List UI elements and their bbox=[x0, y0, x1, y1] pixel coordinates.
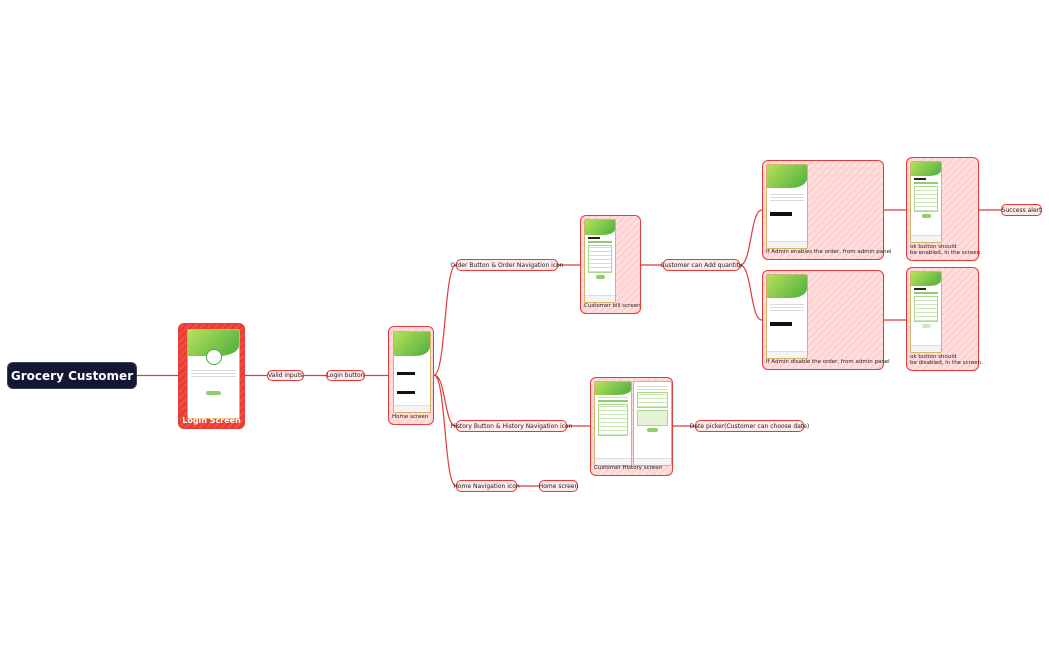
history-screen-thumbnail-left bbox=[594, 381, 632, 466]
success-alert-node[interactable]: Success alert bbox=[1001, 204, 1042, 216]
edge-home-homenav bbox=[433, 374, 457, 487]
home-nav-node[interactable]: Home Navigation icon bbox=[453, 480, 520, 492]
login-screen-thumbnail bbox=[187, 329, 240, 419]
ok-enabled-thumbnail bbox=[910, 161, 942, 243]
home-screen-leaf-node[interactable]: Home screen bbox=[539, 480, 578, 492]
edge-home-history bbox=[433, 374, 457, 427]
home-screen-leaf-label: Home screen bbox=[538, 482, 579, 490]
home-screen-caption: Home screen bbox=[392, 414, 429, 421]
admin-enable-node[interactable]: If Admin enables the order, from admin p… bbox=[762, 160, 892, 260]
edge-qty-enable bbox=[739, 209, 763, 266]
admin-enable-thumbnail bbox=[766, 164, 808, 249]
valid-inputs-label: Valid inputs bbox=[268, 372, 303, 379]
login-screen-node[interactable]: Login Screen bbox=[178, 323, 245, 429]
admin-enable-caption: If Admin enables the order, from admin p… bbox=[766, 249, 892, 256]
history-screen-thumbnail-right bbox=[633, 381, 672, 466]
login-button-label: Login button bbox=[326, 372, 365, 379]
customer-bill-node[interactable]: Customer bill screen bbox=[580, 215, 641, 314]
root-label: Grocery Customer bbox=[10, 368, 134, 383]
valid-inputs-node[interactable]: Valid inputs bbox=[267, 370, 304, 381]
add-quantity-label: Customer can Add quantity bbox=[660, 261, 743, 269]
success-alert-label: Success alert bbox=[1001, 206, 1042, 214]
date-picker-node[interactable]: Date picker(Customer can choose date) bbox=[690, 420, 809, 432]
history-screen-caption: Customer History screen bbox=[594, 465, 663, 472]
home-screen-node[interactable]: Home screen bbox=[388, 326, 434, 425]
home-screen-thumbnail bbox=[393, 331, 431, 413]
root-node[interactable]: Grocery Customer bbox=[7, 362, 137, 389]
ok-enabled-node[interactable]: ok button should be enabled, in the scre… bbox=[906, 157, 982, 261]
edge-home-order bbox=[433, 264, 457, 376]
edge-qty-disable bbox=[739, 264, 763, 321]
order-nav-label: Order Button & Order Navigation icon bbox=[450, 261, 564, 269]
history-nav-node[interactable]: History Button & History Navigation icon bbox=[451, 420, 572, 432]
admin-disable-caption: If Admin disable the order, from admin p… bbox=[766, 359, 890, 366]
ok-enabled-caption: ok button should be enabled, in the scre… bbox=[910, 243, 982, 257]
admin-disable-node[interactable]: If Admin disable the order, from admin p… bbox=[762, 270, 890, 370]
home-nav-label: Home Navigation icon bbox=[453, 482, 520, 490]
history-nav-label: History Button & History Navigation icon bbox=[450, 422, 573, 430]
order-nav-node[interactable]: Order Button & Order Navigation icon bbox=[450, 259, 564, 271]
add-quantity-node[interactable]: Customer can Add quantity bbox=[660, 259, 743, 271]
ok-disabled-thumbnail bbox=[910, 271, 942, 353]
customer-history-node[interactable]: Customer History screen bbox=[590, 377, 673, 476]
login-screen-caption: Login Screen bbox=[182, 416, 241, 425]
bill-screen-caption: Customer bill screen bbox=[584, 303, 641, 310]
ok-disabled-node[interactable]: ok button should be disabled, in the scr… bbox=[906, 267, 983, 371]
ok-disabled-caption: ok button should be disabled, in the scr… bbox=[910, 353, 983, 367]
date-picker-label: Date picker(Customer can choose date) bbox=[689, 422, 810, 430]
admin-disable-thumbnail bbox=[766, 274, 808, 359]
bill-screen-thumbnail bbox=[584, 219, 616, 303]
login-button-node[interactable]: Login button bbox=[326, 370, 365, 381]
app-logo-icon bbox=[206, 349, 222, 365]
